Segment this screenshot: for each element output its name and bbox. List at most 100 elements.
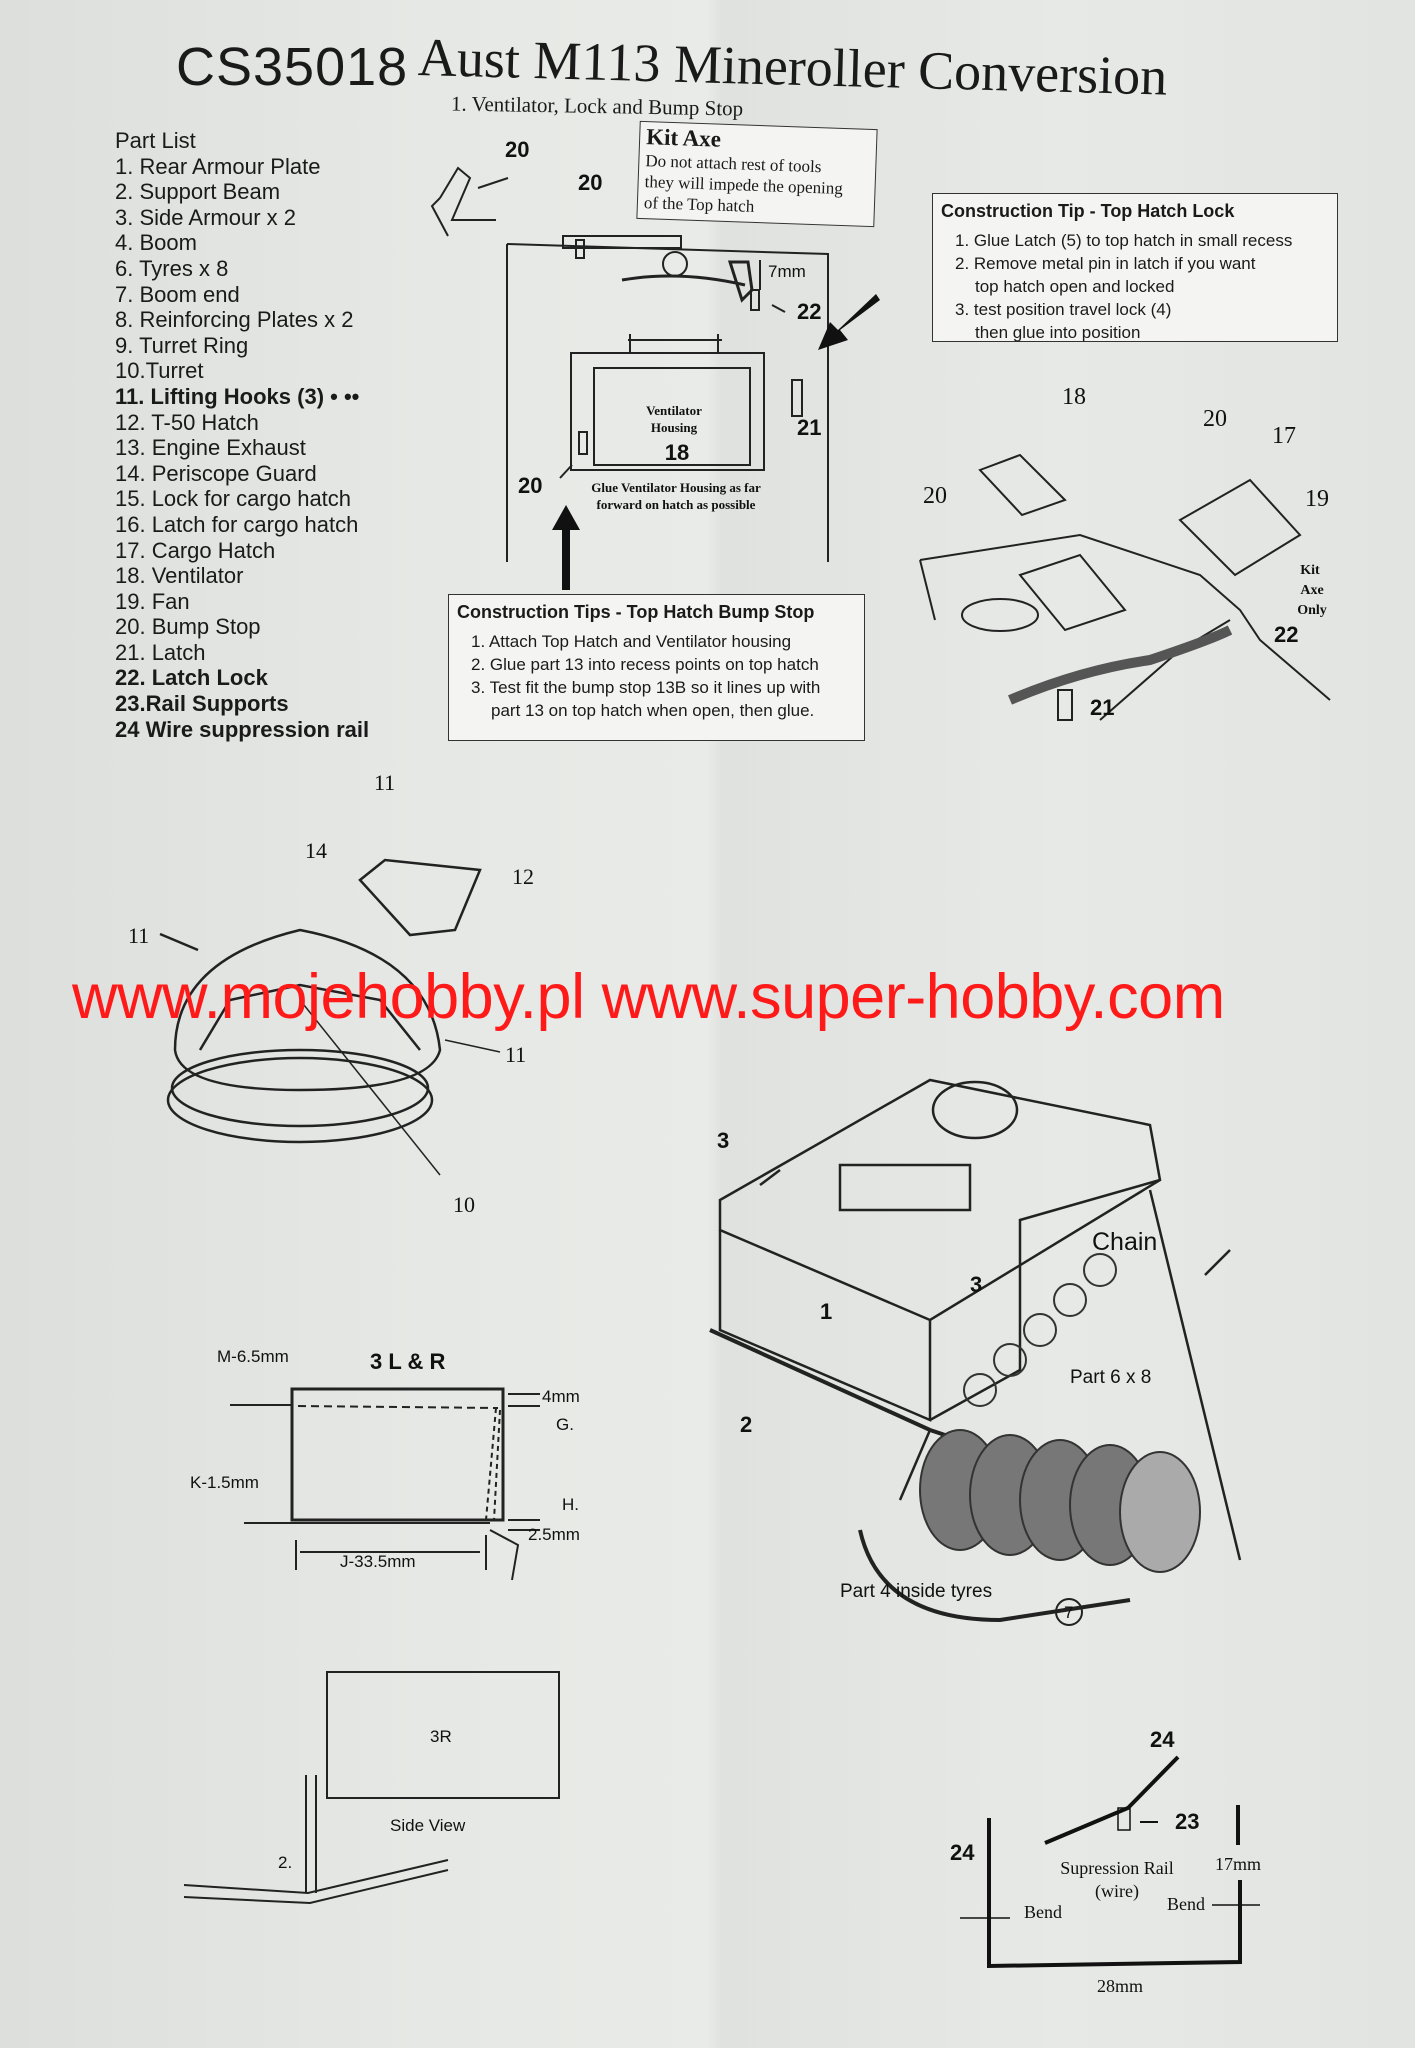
chain-label: Chain bbox=[1092, 1228, 1157, 1256]
dim-h: H. bbox=[562, 1495, 579, 1514]
callout-22: 22 bbox=[1274, 622, 1298, 647]
tip-heading: Construction Tip - Top Hatch Lock bbox=[941, 201, 1235, 221]
part-item: 2. Support Beam bbox=[115, 179, 281, 205]
tip-line: top hatch open and locked bbox=[975, 277, 1175, 296]
dim-17mm: 17mm bbox=[1215, 1854, 1261, 1874]
rail-wire-label: (wire) bbox=[1095, 1881, 1139, 1902]
tip-line: 3. Test fit the bump stop 13B so it line… bbox=[471, 678, 821, 697]
part-item: 18. Ventilator bbox=[115, 563, 244, 589]
tip-line: 1. Attach Top Hatch and Ventilator housi… bbox=[471, 632, 792, 651]
part-item: 8. Reinforcing Plates x 2 bbox=[115, 307, 354, 333]
tyres-label: Part 6 x 8 bbox=[1070, 1367, 1151, 1388]
callout-22: 22 bbox=[797, 299, 821, 324]
part-item: 9. Turret Ring bbox=[115, 332, 249, 358]
dimension-7mm: 7mm bbox=[768, 262, 806, 281]
construction-tip-hatch-lock: Construction Tip - Top Hatch Lock 1. Glu… bbox=[932, 193, 1338, 342]
ventilator-housing-label: Housing bbox=[651, 420, 698, 435]
callout-18: 18 bbox=[1062, 384, 1086, 410]
dim-4mm: 4mm bbox=[542, 1387, 580, 1406]
part-7-callout-circle bbox=[1055, 1598, 1083, 1626]
tip-line: part 13 on top hatch when open, then glu… bbox=[491, 701, 815, 720]
callout-24: 24 bbox=[950, 1840, 975, 1865]
part-item: 17. Cargo Hatch bbox=[115, 537, 276, 563]
part-item: 12. T-50 Hatch bbox=[115, 409, 259, 435]
vehicle-drawing bbox=[709, 1078, 1242, 1623]
inside-tyres-label: Part 4 inside tyres bbox=[840, 1581, 992, 1602]
tip-heading: Construction Tips - Top Hatch Bump Stop bbox=[457, 602, 815, 622]
bend-label: Bend bbox=[1167, 1894, 1205, 1914]
callout-21: 21 bbox=[797, 415, 821, 440]
dim-k: K-1.5mm bbox=[190, 1473, 259, 1492]
callout-11: 11 bbox=[374, 770, 395, 795]
ventilator-housing bbox=[570, 352, 765, 471]
dim-m: M-6.5mm bbox=[217, 1347, 289, 1366]
latch-lock bbox=[750, 289, 760, 311]
callout-19: 19 bbox=[1305, 486, 1329, 512]
part-list-heading: Part List bbox=[115, 128, 196, 153]
callout-1: 1 bbox=[820, 1299, 832, 1324]
side-armour-title: 3 L & R bbox=[370, 1349, 446, 1374]
tip-line: 2. Glue part 13 into recess points on to… bbox=[471, 655, 819, 674]
dim-j: J-33.5mm bbox=[340, 1552, 416, 1571]
callout-23: 23 bbox=[1175, 1809, 1199, 1834]
dim-28mm: 28mm bbox=[1097, 1976, 1143, 1996]
side-view-label: Side View bbox=[390, 1816, 466, 1835]
side-armour-diagram bbox=[230, 1387, 540, 1581]
part-item: 6. Tyres x 8 bbox=[115, 255, 229, 281]
side-view-diagram bbox=[183, 1671, 560, 1905]
callout-21: 21 bbox=[1090, 695, 1114, 720]
tip-line: 2. Remove metal pin in latch if you want bbox=[955, 254, 1256, 273]
part-item: 15. Lock for cargo hatch bbox=[115, 486, 352, 512]
glue-note: forward on hatch as possible bbox=[597, 497, 756, 512]
ventilator-housing-label: Ventilator bbox=[646, 403, 702, 418]
latch bbox=[791, 379, 803, 417]
tip-line: 3. test position travel lock (4) bbox=[955, 300, 1172, 319]
callout-11: 11 bbox=[505, 1042, 526, 1067]
part-item: 7. Boom end bbox=[115, 281, 240, 307]
part-item: 10.Turret bbox=[115, 358, 204, 384]
callout-3: 3 bbox=[970, 1272, 982, 1297]
suppression-rail-diagram bbox=[960, 1755, 1260, 1969]
beam-label: 2. bbox=[278, 1853, 292, 1872]
bump-stop-top bbox=[562, 235, 682, 249]
callout-18: 18 bbox=[665, 440, 689, 465]
arrow-icon bbox=[818, 294, 880, 350]
arrow-icon bbox=[444, 1039, 501, 1053]
callout-12: 12 bbox=[512, 864, 534, 889]
tip-line: then glue into position bbox=[975, 323, 1141, 342]
glue-note: Glue Ventilator Housing as far bbox=[591, 480, 761, 495]
callout-20: 20 bbox=[518, 473, 542, 498]
part-item: 4. Boom bbox=[115, 230, 197, 256]
tip-line: 1. Glue Latch (5) to top hatch in small … bbox=[955, 231, 1293, 250]
arrow-icon bbox=[477, 177, 509, 189]
arrow-icon bbox=[552, 505, 580, 590]
iso-hull-view bbox=[919, 453, 1331, 721]
part-item: 21. Latch bbox=[115, 639, 206, 665]
kit-axe-only-label: Kit bbox=[1300, 563, 1320, 578]
part-item: 3. Side Armour x 2 bbox=[115, 204, 296, 230]
callout-3: 3 bbox=[717, 1128, 729, 1153]
turret-drawing bbox=[159, 858, 501, 1176]
part-3r-label: 3R bbox=[430, 1727, 452, 1746]
callout-20: 20 bbox=[923, 483, 947, 509]
callout-2: 2 bbox=[740, 1412, 752, 1437]
part-item: 14. Periscope Guard bbox=[115, 460, 317, 486]
bend-label: Bend bbox=[1024, 1902, 1062, 1922]
callout-20: 20 bbox=[1203, 406, 1227, 432]
part-item: 23.Rail Supports bbox=[115, 691, 289, 717]
tyres-drawing bbox=[919, 1253, 1201, 1573]
construction-tip-bump-stop: Construction Tips - Top Hatch Bump Stop … bbox=[448, 594, 865, 741]
kit-axe-only-label: Axe bbox=[1300, 583, 1323, 598]
rail-label: Supression Rail bbox=[1060, 1858, 1174, 1878]
part-item: 19. Fan bbox=[115, 588, 190, 614]
part-item: 13. Engine Exhaust bbox=[115, 435, 306, 461]
callout-14: 14 bbox=[305, 838, 327, 863]
part-item: 20. Bump Stop bbox=[115, 614, 261, 640]
arrow-icon bbox=[159, 932, 199, 952]
callout-20: 20 bbox=[505, 137, 529, 162]
part-item: 24 Wire suppression rail bbox=[115, 716, 370, 742]
part-item: 16. Latch for cargo hatch bbox=[115, 511, 359, 537]
callout-11: 11 bbox=[128, 923, 149, 948]
callout-17: 17 bbox=[1272, 423, 1296, 449]
